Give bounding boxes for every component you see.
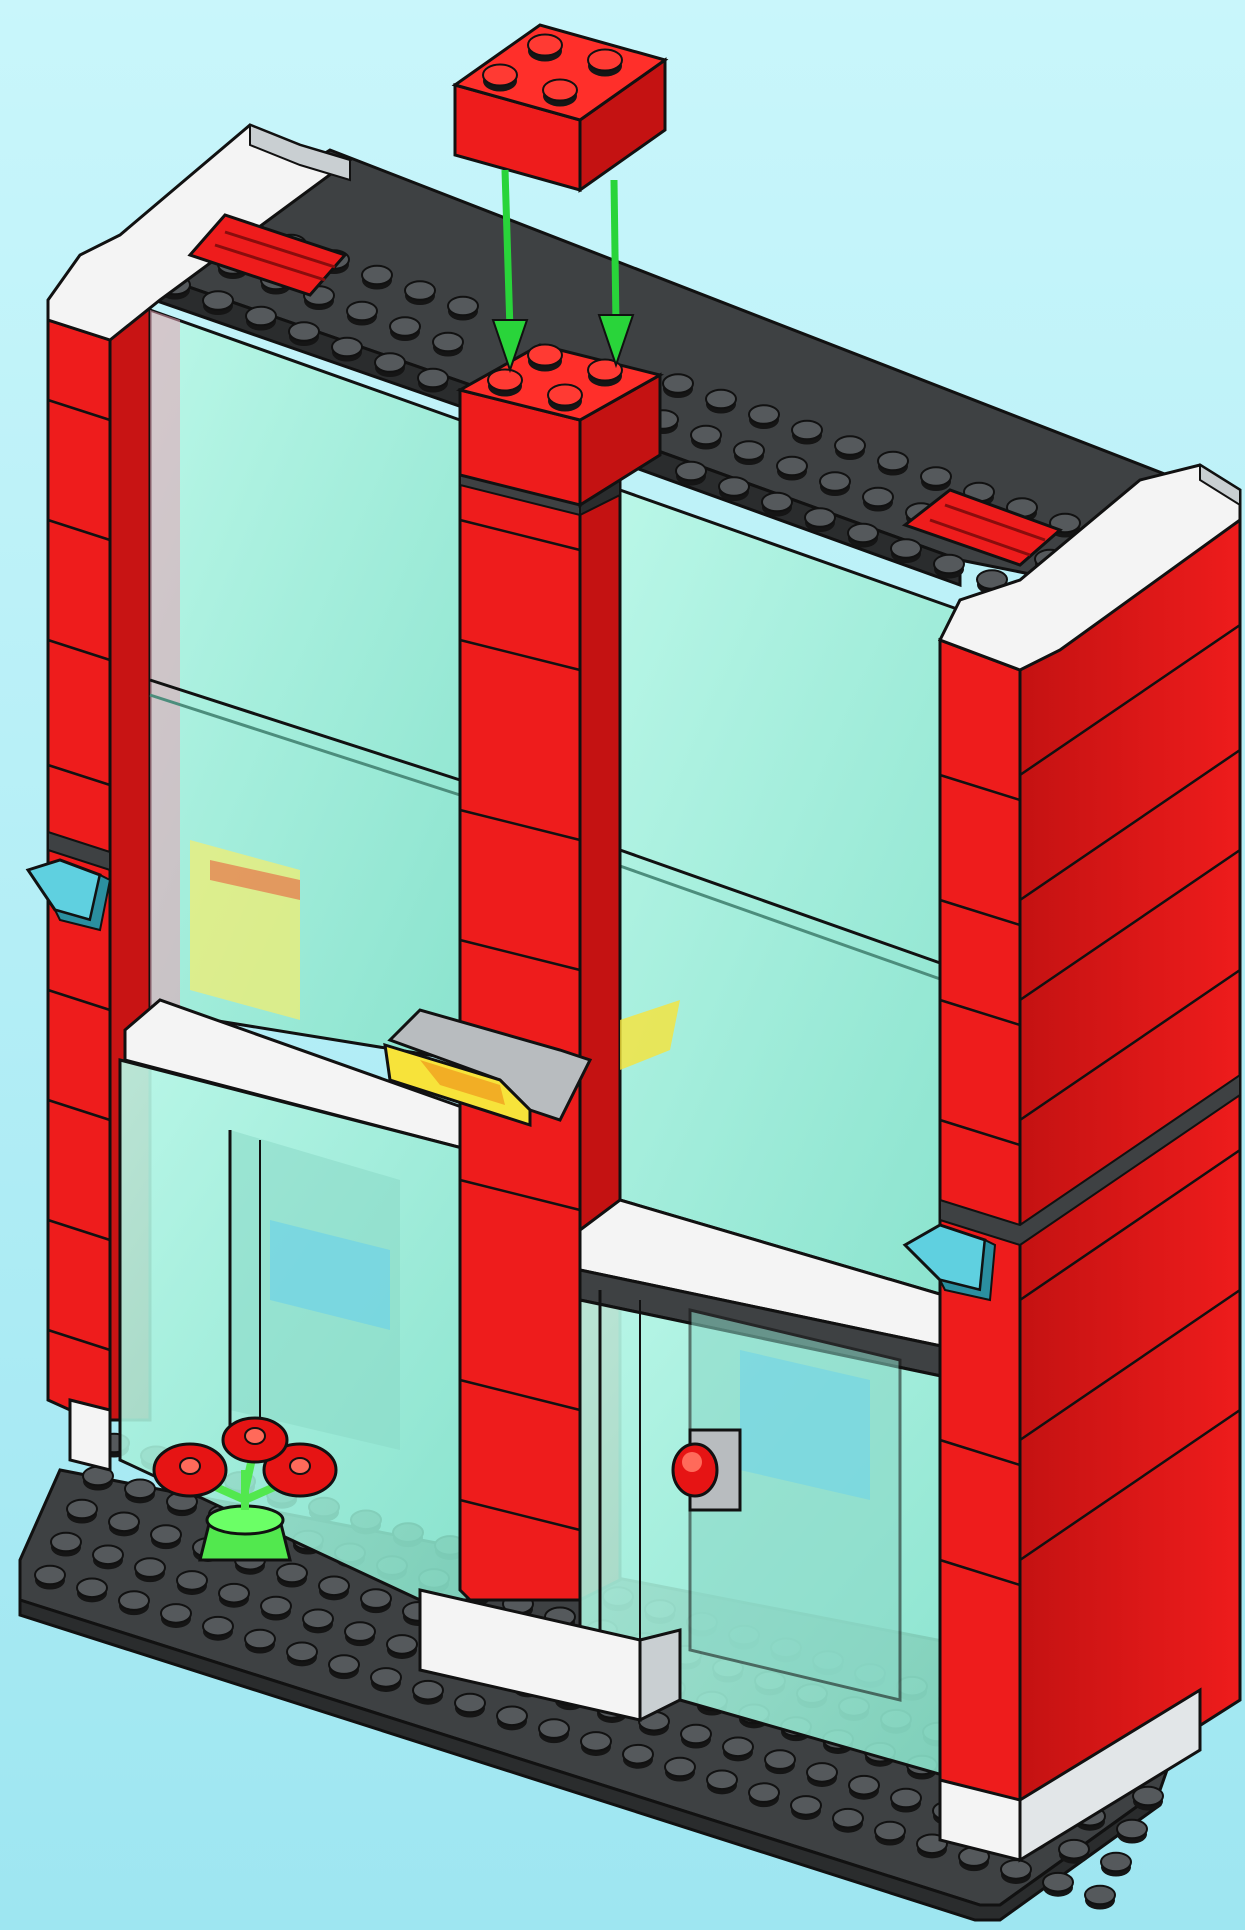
stud-top — [455, 1694, 485, 1713]
stud-top — [1043, 1873, 1073, 1892]
stud-top — [875, 1822, 905, 1841]
stud-top — [848, 524, 878, 543]
stud-top — [807, 1763, 837, 1782]
stud-top — [765, 1750, 795, 1769]
stud-top — [934, 555, 964, 574]
stud-top — [345, 1622, 375, 1641]
stud-top — [119, 1591, 149, 1610]
stud-top — [303, 1610, 333, 1629]
stud-top — [77, 1579, 107, 1598]
stud-top — [528, 344, 562, 365]
right-pillar — [905, 465, 1240, 1860]
stud-top — [177, 1571, 207, 1590]
stud-top — [623, 1745, 653, 1764]
stud-top — [528, 34, 562, 55]
stud-top — [483, 64, 517, 85]
stud-top — [891, 1789, 921, 1808]
stud-top — [543, 79, 577, 100]
stud-top — [805, 508, 835, 527]
stud-top — [448, 297, 478, 316]
stud-top — [287, 1643, 317, 1662]
stud-top — [418, 369, 448, 388]
stud-top — [762, 493, 792, 512]
stud-top — [849, 1776, 879, 1795]
stud-top — [835, 436, 865, 455]
stud-top — [347, 302, 377, 321]
stud-top — [329, 1655, 359, 1674]
stud-top — [863, 488, 893, 507]
stud-top — [539, 1719, 569, 1738]
stud-top — [67, 1500, 97, 1519]
stud-top — [719, 477, 749, 496]
stud-top — [35, 1566, 65, 1585]
stud-top — [676, 462, 706, 481]
stud-top — [361, 1589, 391, 1608]
stud-top — [749, 405, 779, 424]
stud-top — [135, 1558, 165, 1577]
stud-top — [332, 338, 362, 357]
stud-top — [246, 307, 276, 326]
stud-top — [548, 384, 582, 405]
stud-top — [706, 390, 736, 409]
stud-top — [375, 353, 405, 372]
stud-top — [707, 1771, 737, 1790]
stud-top — [891, 539, 921, 558]
stud-top — [723, 1738, 753, 1757]
stud-top — [1059, 1840, 1089, 1859]
stud-top — [51, 1533, 81, 1552]
stud-top — [791, 1796, 821, 1815]
stud-top — [433, 333, 463, 352]
stud-top — [588, 49, 622, 70]
stud-top — [203, 291, 233, 310]
stud-top — [1085, 1886, 1115, 1905]
stud-top — [125, 1480, 155, 1499]
stud-top — [777, 457, 807, 476]
stud-top — [581, 1732, 611, 1751]
stud-top — [109, 1513, 139, 1532]
stud-top — [878, 452, 908, 471]
stud-top — [203, 1617, 233, 1636]
stud-top — [820, 472, 850, 491]
stud-top — [405, 281, 435, 300]
stud-top — [161, 1604, 191, 1623]
stud-top — [663, 374, 693, 393]
stud-top — [261, 1597, 291, 1616]
stud-top — [734, 441, 764, 460]
stud-top — [245, 1630, 275, 1649]
stud-top — [219, 1584, 249, 1603]
stud-top — [833, 1809, 863, 1828]
stud-top — [921, 467, 951, 486]
stud-top — [691, 426, 721, 445]
stud-top — [665, 1758, 695, 1777]
right-upper-window — [620, 490, 960, 1300]
stud-top — [792, 421, 822, 440]
stud-top — [362, 266, 392, 285]
stud-top — [413, 1681, 443, 1700]
stud-top — [1101, 1853, 1131, 1872]
stud-top — [390, 317, 420, 336]
stud-top — [387, 1635, 417, 1654]
stud-top — [319, 1577, 349, 1596]
stud-top — [749, 1783, 779, 1802]
stud-top — [1117, 1820, 1147, 1839]
stud-top — [371, 1668, 401, 1687]
stud-top — [488, 369, 522, 390]
stud-top — [1001, 1860, 1031, 1879]
left-upper-window — [150, 310, 460, 1060]
stud-top — [151, 1525, 181, 1544]
stud-top — [93, 1546, 123, 1565]
stud-top — [289, 322, 319, 341]
stud-top — [277, 1564, 307, 1583]
stud-top — [497, 1707, 527, 1726]
stud-top — [681, 1725, 711, 1744]
